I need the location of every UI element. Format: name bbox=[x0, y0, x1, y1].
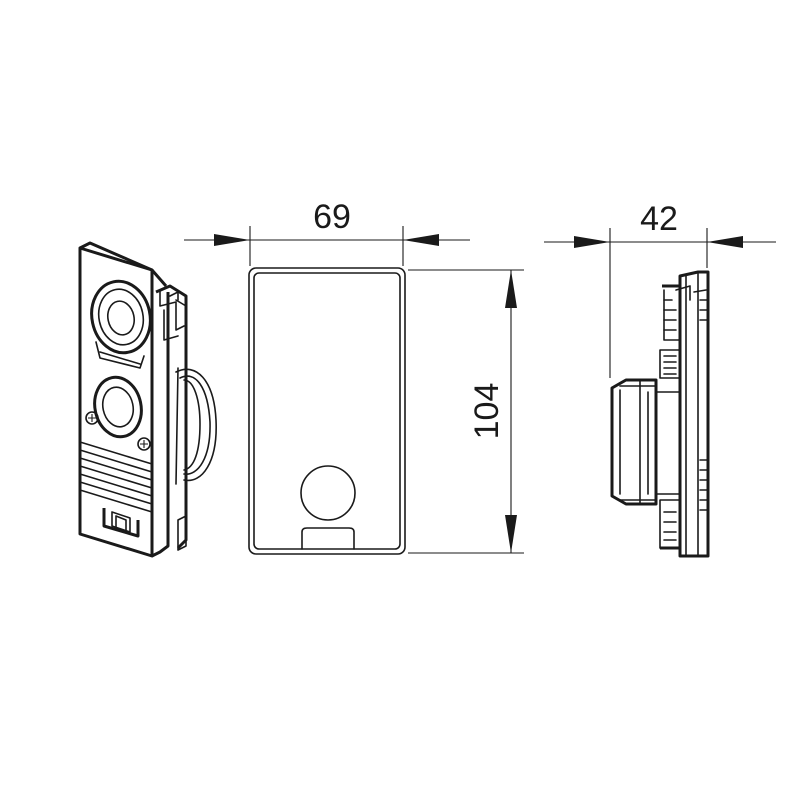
camera-lens bbox=[90, 279, 152, 369]
side-view bbox=[610, 270, 710, 558]
width-label: 69 bbox=[313, 198, 351, 236]
screw-left bbox=[85, 411, 99, 425]
dimension-height: 104 bbox=[408, 269, 524, 554]
front-view bbox=[248, 267, 406, 555]
side-upper-clip bbox=[659, 284, 691, 379]
call-button bbox=[93, 375, 143, 439]
side-clips bbox=[155, 284, 188, 551]
side-lower-clip bbox=[659, 499, 681, 550]
front-button-circle bbox=[300, 465, 356, 521]
height-label: 104 bbox=[468, 383, 506, 440]
grille-slots bbox=[79, 441, 153, 513]
front-notch bbox=[301, 527, 355, 550]
side-ridges bbox=[699, 299, 709, 511]
dimension-width: 69 bbox=[184, 198, 470, 266]
screw-right bbox=[137, 437, 151, 451]
depth-label: 42 bbox=[640, 200, 678, 238]
isometric-view bbox=[78, 241, 217, 558]
dimension-depth: 42 bbox=[544, 200, 776, 378]
bottom-notch bbox=[102, 508, 140, 538]
